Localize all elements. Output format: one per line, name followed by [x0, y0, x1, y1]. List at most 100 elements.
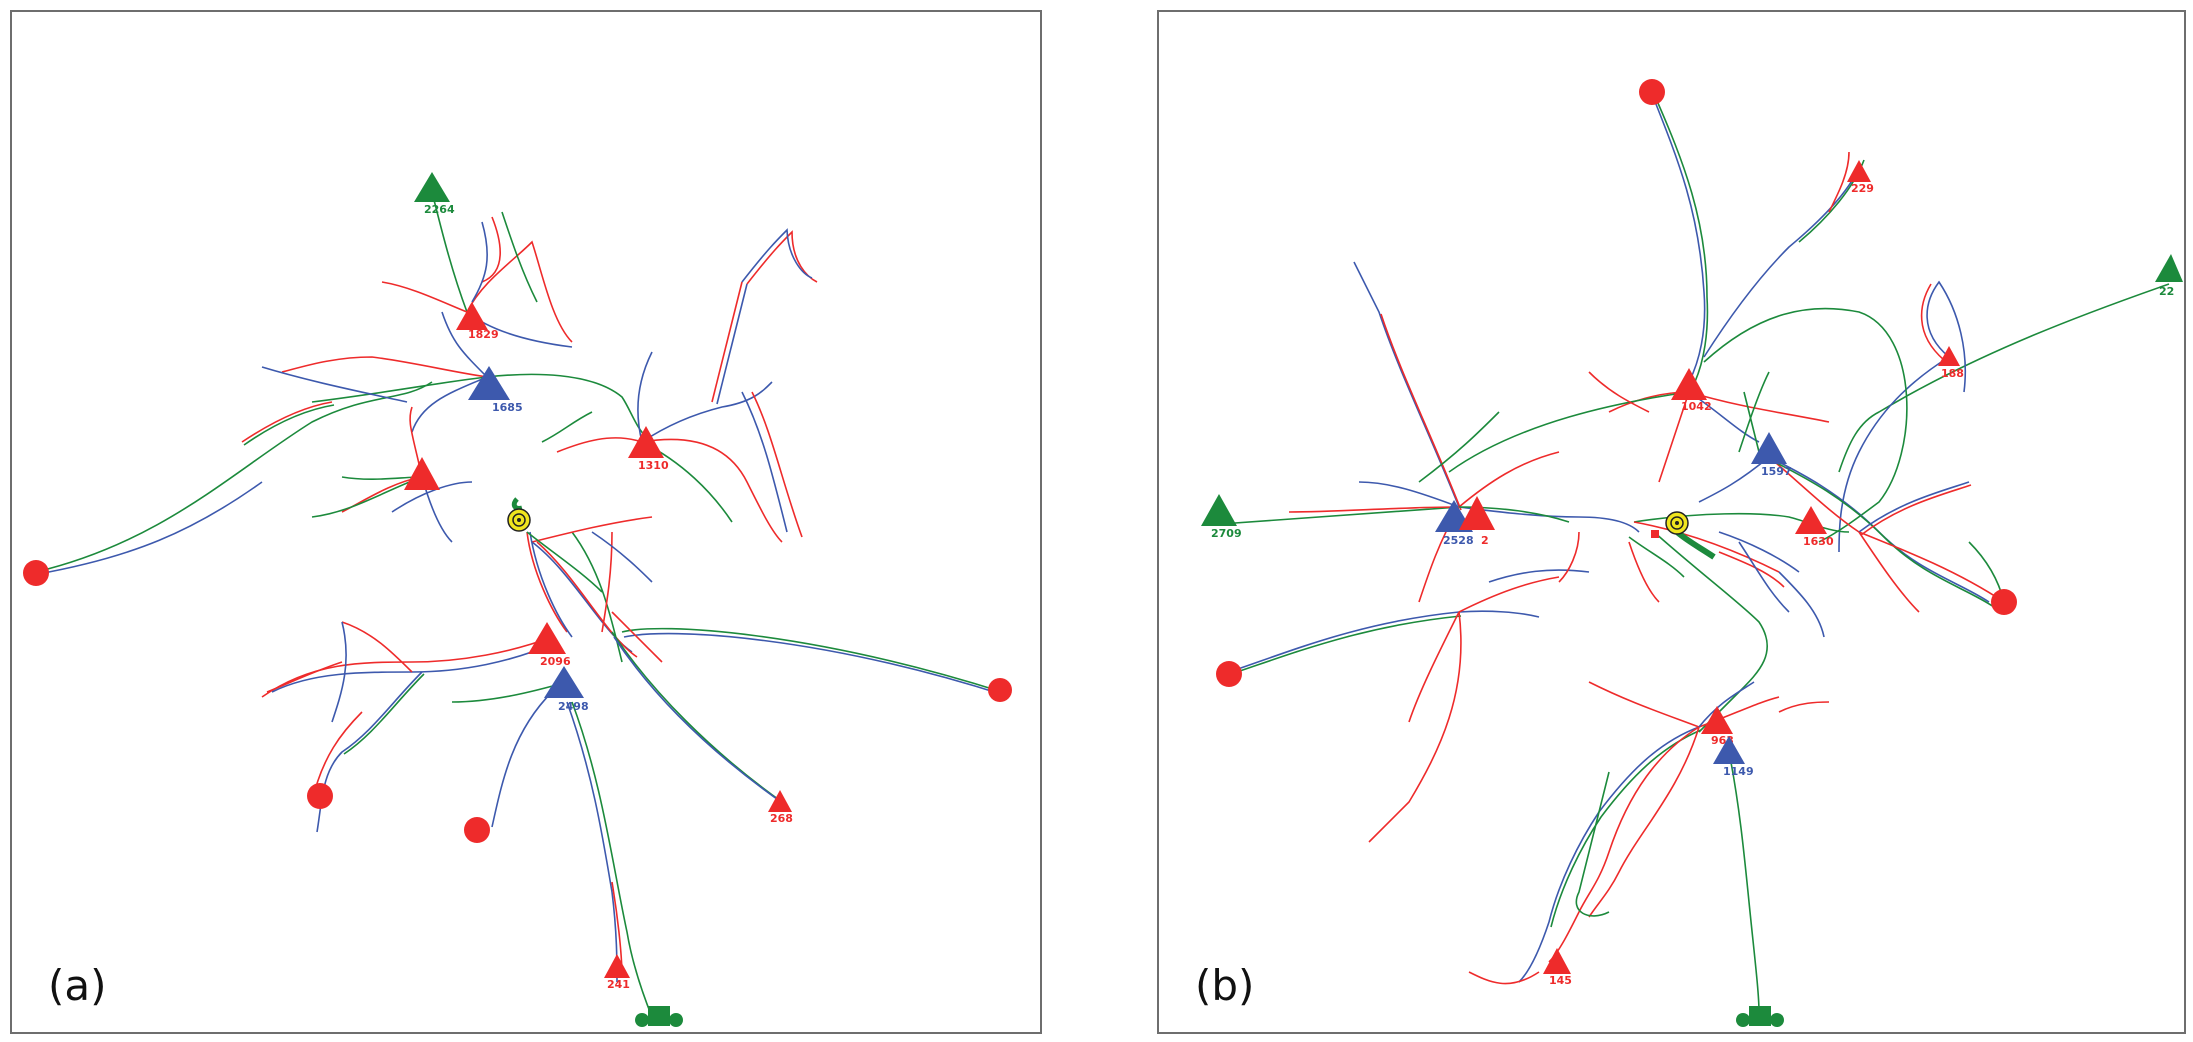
edge	[411, 376, 488, 433]
edge	[1353, 261, 1460, 508]
nodes-panel-a: 2264 1829 1685 1310 2096 2498 268 241	[23, 172, 1012, 1027]
node-label: 229	[1851, 182, 1874, 195]
node-triangle-red	[456, 302, 488, 330]
node-triangle-red	[404, 457, 440, 490]
node-triangle-red	[528, 622, 566, 654]
edge	[266, 661, 343, 693]
edge	[243, 404, 335, 446]
node-label: 1630	[1803, 535, 1834, 548]
edge	[637, 351, 653, 443]
target-icon	[1651, 511, 1716, 560]
node-circle-red	[464, 817, 490, 843]
edge	[1658, 391, 1690, 483]
node-circle-red	[1639, 79, 1665, 105]
edge	[1288, 506, 1460, 513]
target-icon	[507, 497, 531, 532]
edge	[1448, 391, 1690, 473]
node-label: 2	[1481, 534, 1489, 547]
edge	[1628, 536, 1685, 578]
edge	[571, 701, 653, 1018]
panel-label: (a)	[48, 961, 107, 1010]
edge	[1588, 726, 1700, 918]
edge	[1698, 681, 1755, 728]
node-triangle-red	[1701, 706, 1733, 734]
edge	[261, 636, 553, 698]
edge	[1778, 701, 1830, 713]
edge	[466, 240, 573, 343]
edge	[486, 373, 653, 443]
node-circle-red	[1991, 589, 2017, 615]
node-label: 1149	[1723, 765, 1754, 778]
edge	[1358, 481, 1460, 508]
edge	[241, 401, 333, 443]
edge	[536, 541, 638, 658]
base-station-icon	[635, 1006, 683, 1027]
node-triangle-blue	[1713, 736, 1745, 764]
node-label: 1310	[638, 459, 669, 472]
edge	[1488, 569, 1590, 583]
edge	[621, 627, 1003, 693]
panel-a: 2264 1829 1685 1310 2096 2498 268 241	[10, 10, 1042, 1034]
edge	[526, 531, 568, 633]
edge	[1703, 307, 1908, 543]
edge	[491, 691, 553, 828]
edge	[1558, 531, 1580, 583]
node-circle-red	[307, 783, 333, 809]
node-triangle-blue	[1751, 432, 1787, 464]
panel-b-graph: 229 22 188 1042 1597 2709 2528 2 1630 96…	[1201, 79, 2183, 1027]
node-label: 1685	[492, 401, 523, 414]
edge	[35, 381, 433, 573]
edge	[1688, 391, 1830, 423]
edge	[1703, 166, 1860, 358]
edge	[471, 221, 488, 303]
edge	[1768, 456, 1860, 533]
node-label: 1829	[468, 328, 499, 341]
edge	[716, 283, 748, 405]
edge	[1380, 313, 1462, 511]
edge	[1468, 971, 1540, 985]
edge	[1860, 484, 1972, 536]
edge	[1770, 459, 1995, 608]
node-label: 2709	[1211, 527, 1242, 540]
node-triangle-green	[1201, 494, 1237, 526]
node-triangle-red	[1459, 496, 1495, 530]
node-triangle-green	[414, 172, 450, 202]
edge	[741, 228, 813, 283]
edge	[1653, 531, 1769, 733]
edge	[281, 356, 488, 378]
node-triangle-green	[2155, 254, 2183, 282]
node-triangle-blue	[468, 366, 510, 400]
node-label: 2528	[1443, 534, 1474, 547]
edge	[591, 531, 653, 583]
edge	[261, 366, 408, 403]
node-label: 2498	[558, 700, 589, 713]
nodes-panel-b: 229 22 188 1042 1597 2709 2528 2 1630 96…	[1201, 79, 2183, 1027]
node-circle-red	[988, 678, 1012, 702]
edge	[431, 191, 468, 313]
edge	[1838, 356, 1950, 553]
edge	[341, 621, 413, 673]
edge	[541, 411, 593, 443]
edge	[311, 476, 423, 518]
node-label: 2096	[540, 655, 571, 668]
node-circle-red	[23, 560, 49, 586]
edge	[481, 216, 501, 283]
edge	[1588, 371, 1650, 413]
edge	[1458, 576, 1560, 613]
edge	[1228, 610, 1540, 673]
edge	[556, 437, 643, 453]
node-circle-red	[1216, 661, 1242, 687]
node-triangle-red	[628, 426, 664, 458]
edge	[531, 516, 653, 543]
edge	[613, 636, 785, 805]
edge	[343, 673, 425, 755]
edge	[641, 438, 783, 543]
edge	[1743, 391, 1760, 453]
node-label: 1042	[1681, 400, 1712, 413]
edge	[1550, 729, 1702, 928]
edge	[1828, 151, 1850, 213]
node-label: 22	[2159, 285, 2174, 298]
edge	[1628, 541, 1660, 603]
node-label: 1597	[1761, 465, 1792, 478]
edge	[611, 611, 663, 663]
